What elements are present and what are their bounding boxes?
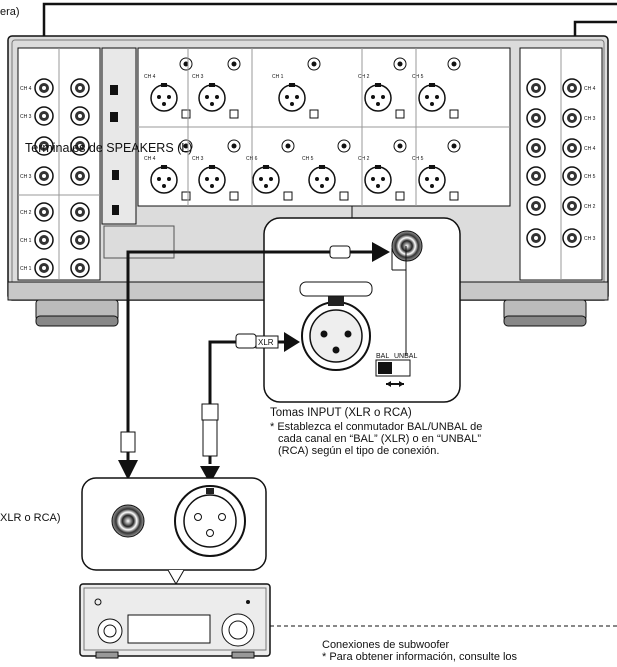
right-terminal-black: [562, 78, 582, 98]
input-jacks-note-1: * Establezca el conmutador BAL/UNBAL de: [270, 421, 483, 433]
speaker-cable-right: [573, 20, 617, 38]
left-terminal-black: [70, 202, 90, 222]
left-terminal-red: [34, 136, 54, 156]
right-terminal-black: [562, 196, 582, 216]
left-terminal-channel-label: CH 2: [20, 210, 32, 216]
left-terminal-black: [70, 78, 90, 98]
right-terminal-black: [562, 166, 582, 186]
xlr-arrow-down: [200, 466, 220, 484]
panel-rca-jack: [227, 57, 241, 71]
left-terminal-black: [70, 106, 90, 126]
left-terminal-channel-label: CH 4: [20, 86, 32, 92]
panel-xlr-jack: [198, 165, 226, 194]
panel-rca-jack: [337, 139, 351, 153]
left-terminal-red: [34, 202, 54, 222]
left-label-fragment: XLR o RCA): [0, 512, 61, 524]
right-terminal-channel-label: CH 4: [584, 86, 596, 92]
left-terminal-channel-label: CH 3: [20, 114, 32, 120]
subwoofer-connections-title: Conexiones de subwoofer: [322, 639, 450, 651]
panel-rca-jack: [393, 57, 407, 71]
panel-channel-label: CH 2: [358, 74, 370, 80]
panel-rca-jack: [179, 57, 193, 71]
left-terminal-black: [70, 258, 90, 278]
left-terminal-red: [34, 258, 54, 278]
subwoofer-note: * Para obtener información, consulte los: [322, 651, 518, 663]
panel-channel-label: CH 5: [412, 156, 424, 162]
right-terminal-red: [526, 108, 546, 128]
panel-xlr-jack: [278, 83, 306, 112]
panel-rca-jack: [281, 139, 295, 153]
unbal-label: UNBAL: [394, 353, 418, 360]
bal-label: BAL: [376, 353, 390, 360]
left-terminal-black: [70, 136, 90, 156]
left-terminal-channel-label: CH 3: [20, 174, 32, 180]
receiver-left-knob: [97, 618, 123, 644]
right-terminal-red: [526, 78, 546, 98]
panel-xlr-jack: [418, 165, 446, 194]
right-terminal-red: [526, 196, 546, 216]
right-terminal-red: [526, 138, 546, 158]
panel-channel-label: CH 4: [144, 156, 156, 162]
panel-rca-jack: [393, 139, 407, 153]
xlr-cable: [208, 340, 236, 404]
panel-xlr-jack: [364, 83, 392, 112]
right-terminal-channel-label: CH 5: [584, 174, 596, 180]
panel-channel-label: CH 5: [412, 74, 424, 80]
left-terminal-red: [34, 78, 54, 98]
right-terminal-black: [562, 138, 582, 158]
left-terminal-channel-label: CH 1: [20, 238, 32, 244]
panel-channel-label: CH 4: [144, 74, 156, 80]
panel-xlr-jack: [308, 165, 336, 194]
panel-rca-jack: [447, 57, 461, 71]
right-terminal-channel-label: CH 3: [584, 236, 596, 242]
panel-channel-label: CH 1: [272, 74, 284, 80]
panel-rca-jack: [307, 57, 321, 71]
left-terminal-black: [70, 166, 90, 186]
top-left-label-fragment: era): [0, 6, 20, 18]
speaker-terminals-label: Terminales de SPEAKERS (L): [25, 141, 193, 155]
right-terminal-channel-label: CH 4: [584, 146, 596, 152]
panel-rca-jack: [227, 139, 241, 153]
panel-xlr-jack: [252, 165, 280, 194]
rca-output-jack: [111, 504, 145, 538]
left-terminal-red: [34, 106, 54, 126]
speaker-cable-left: [42, 2, 617, 38]
rca-arrow-down: [118, 460, 138, 480]
right-terminal-channel-label: CH 3: [584, 116, 596, 122]
left-terminal-channel-label: CH 1: [20, 266, 32, 272]
panel-channel-label: CH 3: [192, 74, 204, 80]
panel-rca-jack: [447, 139, 461, 153]
rca-cable: [126, 250, 330, 452]
panel-channel-label: CH 5: [302, 156, 314, 162]
input-jacks-callout: [263, 217, 461, 403]
left-terminal-red: [34, 230, 54, 250]
panel-channel-label: CH 2: [358, 156, 370, 162]
left-terminal-black: [70, 230, 90, 250]
panel-xlr-jack: [150, 165, 178, 194]
input-jacks-note-2: cada canal en “BAL” (XLR) o en “UNBAL”: [278, 433, 481, 445]
input-jacks-note-3: (RCA) según el tipo de conexión.: [278, 445, 440, 457]
right-terminal-black: [562, 228, 582, 248]
panel-channel-label: CH 3: [192, 156, 204, 162]
panel-xlr-jack: [198, 83, 226, 112]
right-terminal-red: [526, 166, 546, 186]
input-jacks-title: Tomas INPUT (XLR o RCA): [270, 407, 412, 419]
right-terminal-red: [526, 228, 546, 248]
left-terminal-red: [34, 166, 54, 186]
panel-xlr-jack: [418, 83, 446, 112]
panel-xlr-jack: [150, 83, 178, 112]
right-terminal-channel-label: CH 2: [584, 204, 596, 210]
receiver-volume-knob: [221, 613, 255, 647]
xlr-plug-label: XLR: [258, 338, 274, 347]
rca-input-jack: [391, 230, 423, 262]
right-terminal-black: [562, 108, 582, 128]
panel-xlr-jack: [364, 165, 392, 194]
panel-rca-jack: [179, 139, 193, 153]
receiver-display: [127, 614, 211, 644]
